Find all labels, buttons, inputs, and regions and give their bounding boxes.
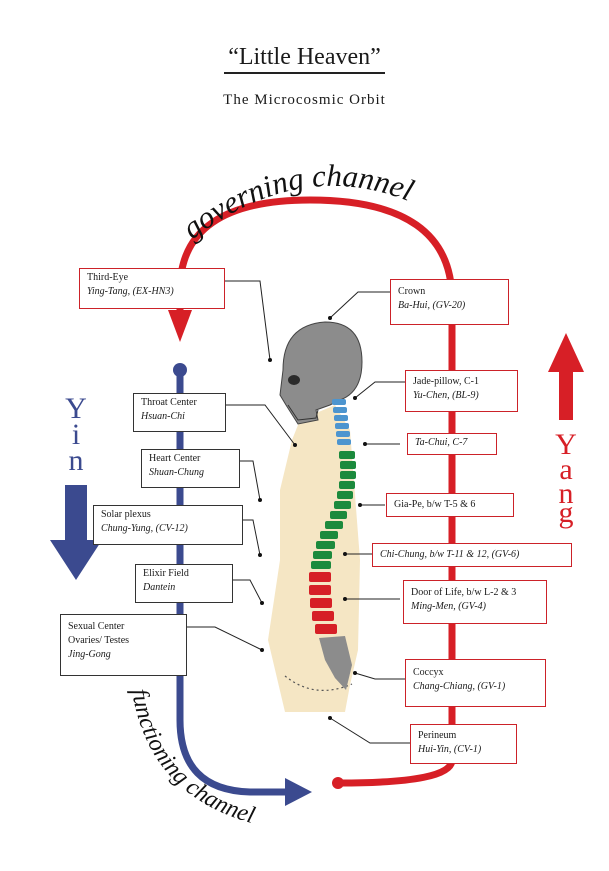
vertebra-cervical <box>335 423 349 429</box>
skull-jaw <box>287 404 319 421</box>
vertebra-thoracic <box>337 491 353 499</box>
vertebra-thoracic <box>334 501 351 509</box>
leader-dots <box>258 316 367 720</box>
third-eye-chinese: Ying-Tang, (EX-HN3) <box>87 286 174 297</box>
perineum-chinese: Hui-Yin, (CV-1) <box>418 744 482 755</box>
yang-letter-n: n <box>559 477 574 510</box>
governing-channel-path <box>176 196 456 787</box>
perineum-name: Perineum <box>418 730 457 741</box>
skull <box>279 321 363 425</box>
yin-letter-i: i <box>72 418 80 451</box>
page-title: “Little Heaven” <box>0 44 609 74</box>
label-elixir-field: Elixir Field Dantein <box>135 564 233 603</box>
ta-chui-chinese: Ta-Chui, C-7 <box>415 437 468 448</box>
label-coccyx: Coccyx Chang-Chiang, (GV-1) <box>405 659 546 707</box>
solar-plexus-name: Solar plexus <box>101 509 151 520</box>
door-of-life-name: Door of Life, b/w L-2 & 3 <box>411 587 517 598</box>
jade-pillow-name: Jade-pillow, C-1 <box>413 376 480 387</box>
chi-chung-chinese: Chi-Chung, b/w T-11 & 12, (GV-6) <box>380 549 520 560</box>
yin-letter-n: n <box>69 444 84 477</box>
vertebra-lumbar <box>312 611 334 621</box>
label-crown: Crown Ba-Hui, (GV-20) <box>390 279 509 325</box>
vertebra-thoracic <box>316 541 335 549</box>
vertebra-cervical <box>336 431 350 437</box>
yang-letter-g: g <box>559 496 574 529</box>
vertebra-thoracic <box>325 521 343 529</box>
label-door-of-life: Door of Life, b/w L-2 & 3 Ming-Men, (GV-… <box>403 580 547 624</box>
yang-letter-y: Y <box>555 428 577 461</box>
vertebra-thoracic <box>339 481 355 489</box>
vertebra-thoracic <box>340 461 356 469</box>
label-heart-center: Heart Center Shuan-Chung <box>141 449 240 488</box>
label-jade-pillow: Jade-pillow, C-1 Yu-Chen, (BL-9) <box>405 370 518 412</box>
leader-lines <box>187 280 410 744</box>
gia-pe-name: Gia-Pe, b/w T-5 & 6 <box>394 499 476 510</box>
heart-center-chinese: Shuan-Chung <box>149 467 204 478</box>
solar-plexus-chinese: Chung-Yung, (CV-12) <box>101 523 188 534</box>
vertebra-thoracic <box>340 471 356 479</box>
vertebra-lumbar <box>310 598 332 608</box>
third-eye-name: Third-Eye <box>87 272 129 283</box>
governing-arrowhead <box>168 310 192 342</box>
label-sexual-center: Sexual Center Ovaries/ Testes Jing-Gong <box>60 614 187 676</box>
vertebra-thoracic <box>330 511 347 519</box>
door-of-life-chinese: Ming-Men, (GV-4) <box>411 601 486 612</box>
vertebra-thoracic <box>320 531 338 539</box>
vertebra-lumbar <box>309 572 331 582</box>
elixir-field-name: Elixir Field <box>143 568 189 579</box>
sacrum <box>319 636 352 690</box>
label-ta-chui: Ta-Chui, C-7 <box>407 433 497 455</box>
perineum-start-dot <box>332 777 344 789</box>
crown-chinese: Ba-Hui, (GV-20) <box>398 300 466 311</box>
label-perineum: Perineum Hui-Yin, (CV-1) <box>410 724 517 764</box>
sexual-center-name: Sexual Center <box>68 621 125 632</box>
yang-up-arrow <box>548 333 584 420</box>
label-third-eye: Third-Eye Ying-Tang, (EX-HN3) <box>79 268 225 309</box>
throat-center-name: Throat Center <box>141 397 197 408</box>
label-solar-plexus: Solar plexus Chung-Yung, (CV-12) <box>93 505 243 545</box>
yin-down-arrow <box>50 485 102 580</box>
jade-pillow-chinese: Yu-Chen, (BL-9) <box>413 390 479 401</box>
vertebra-thoracic <box>311 561 331 569</box>
vertebra-lumbar <box>315 624 337 634</box>
yin-letter-y: Y <box>65 392 87 425</box>
functioning-arrowhead <box>285 778 312 806</box>
vertebra-lumbar <box>309 585 331 595</box>
pelvic-dotted-line <box>284 675 353 691</box>
skull-eye-socket <box>288 375 300 385</box>
heart-center-name: Heart Center <box>149 453 201 464</box>
crown-name: Crown <box>398 286 426 297</box>
coccyx-chinese: Chang-Chiang, (GV-1) <box>413 681 506 692</box>
sexual-center-organs: Ovaries/ Testes <box>68 635 130 646</box>
vertebra-cervical <box>334 415 348 421</box>
coccyx-name: Coccyx <box>413 667 444 678</box>
sexual-center-chinese: Jing-Gong <box>68 649 111 660</box>
label-throat-center: Throat Center Hsuan-Chi <box>133 393 226 432</box>
vertebra-thoracic <box>339 451 355 459</box>
page-subtitle: The Microcosmic Orbit <box>223 92 386 108</box>
elixir-field-chinese: Dantein <box>143 582 176 593</box>
yang-letter-a: a <box>559 453 572 486</box>
vertebra-thoracic <box>313 551 332 559</box>
label-gia-pe: Gia-Pe, b/w T-5 & 6 <box>386 493 514 517</box>
throat-center-chinese: Hsuan-Chi <box>141 411 185 422</box>
vertebra-cervical <box>333 407 347 413</box>
label-chi-chung: Chi-Chung, b/w T-11 & 12, (GV-6) <box>372 543 572 567</box>
functioning-channel-path <box>176 370 290 796</box>
vertebra-cervical <box>337 439 351 445</box>
functioning-channel-label: functioning channel <box>126 687 258 829</box>
vertebra-cervical <box>332 399 346 405</box>
